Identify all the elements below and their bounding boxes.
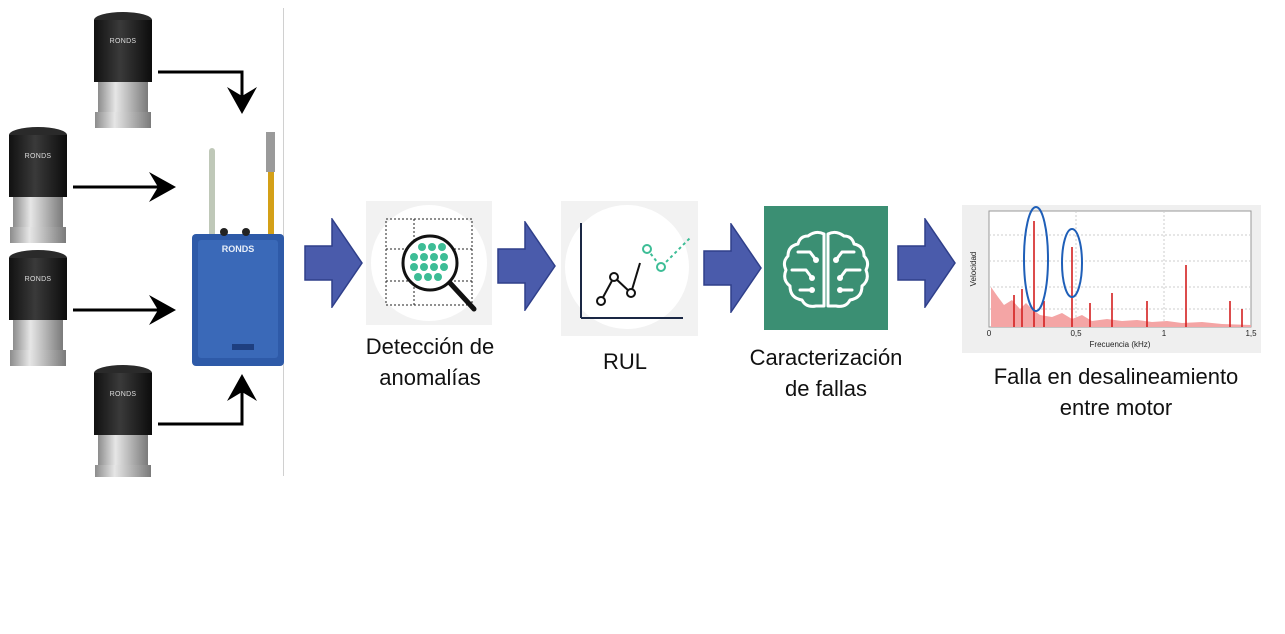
step-label-result: Falla en desalineamiento entre motor bbox=[966, 361, 1266, 423]
gateway-brand: RONDS bbox=[221, 244, 255, 254]
flow-arrow-2 bbox=[497, 221, 556, 311]
flow-arrow-4 bbox=[897, 218, 956, 308]
label-line-2: anomalías bbox=[379, 365, 481, 390]
xtick-2: 1 bbox=[1162, 329, 1167, 338]
label-line-1: Detección de bbox=[365, 334, 495, 359]
gateway-device bbox=[192, 132, 284, 366]
spectrum-ylabel: Velocidad bbox=[969, 252, 978, 287]
label-line-2: de fallas bbox=[785, 376, 867, 401]
flow-arrow-1 bbox=[304, 218, 363, 308]
xtick-0: 0 bbox=[987, 329, 992, 338]
brand-label: RONDS bbox=[24, 276, 52, 283]
brain-circuit-icon bbox=[764, 206, 888, 330]
spectrum-chart-icon: Velocidad 0 0,5 1 1,5 Frecuencia (kHz) bbox=[962, 205, 1261, 353]
step-label-faults: Caracterización de fallas bbox=[726, 342, 926, 404]
label-line-1: Falla en desalineamiento bbox=[993, 364, 1239, 389]
brand-label: RONDS bbox=[109, 391, 137, 398]
label-line-2: entre motor bbox=[1059, 395, 1173, 420]
sensor-2 bbox=[9, 127, 67, 243]
line-chart-icon bbox=[561, 201, 698, 336]
connector-arrows bbox=[73, 70, 257, 426]
brand-label: RONDS bbox=[109, 38, 137, 45]
step-label-rul: RUL bbox=[545, 346, 705, 377]
sensor-1 bbox=[94, 12, 152, 128]
sensor-network bbox=[9, 12, 284, 477]
spectrum-xlabel: Frecuencia (kHz) bbox=[1090, 340, 1151, 349]
sensor-3 bbox=[9, 250, 67, 366]
step-label-anomaly: Detección de anomalías bbox=[330, 331, 530, 393]
sensor-4 bbox=[94, 365, 152, 477]
label-line-1: Caracterización bbox=[749, 345, 903, 370]
flow-arrow-3 bbox=[703, 223, 762, 313]
brand-label: RONDS bbox=[24, 153, 52, 160]
xtick-1: 0,5 bbox=[1070, 329, 1082, 338]
magnifier-grid-icon bbox=[366, 201, 492, 325]
label-line-1: RUL bbox=[602, 349, 647, 374]
xtick-3: 1,5 bbox=[1245, 329, 1257, 338]
